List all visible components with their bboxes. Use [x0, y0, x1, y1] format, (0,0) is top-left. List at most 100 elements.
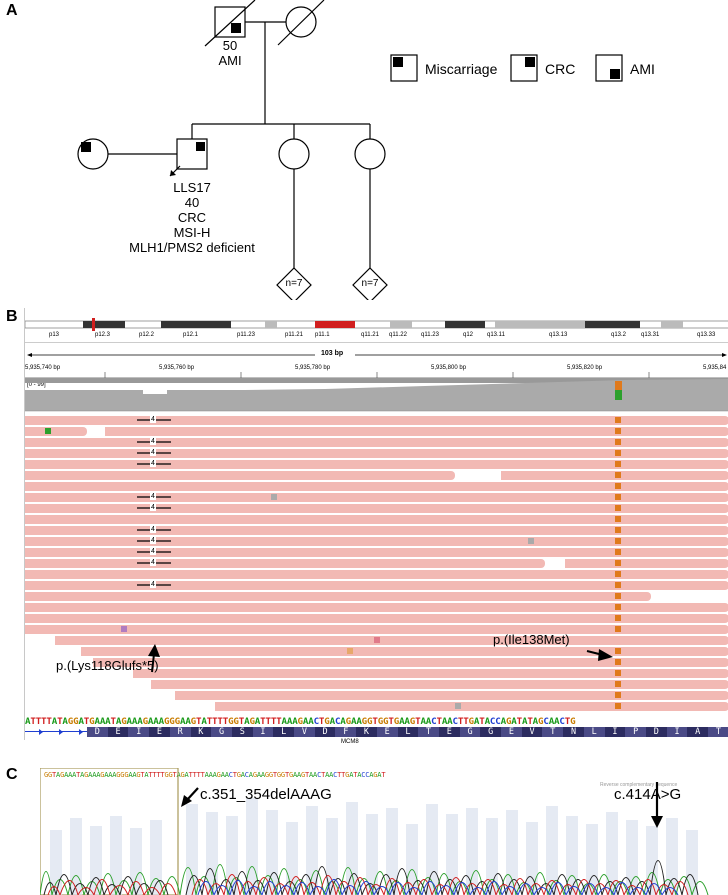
cytoband-labels: p13 p12.3 p12.2 p12.1 p11.23 p11.21 p11.… — [25, 332, 728, 340]
deletion-length: 4 — [150, 526, 156, 533]
coverage-range: [0 - 99] — [27, 382, 46, 388]
deletion-length: 4 — [150, 438, 156, 445]
amino-acid-cell: E — [501, 727, 522, 737]
amino-acid-cell: N — [563, 727, 584, 737]
pedigree — [77, 0, 623, 300]
gene-name: MCM8 — [341, 739, 359, 745]
read — [25, 603, 728, 612]
read — [25, 460, 728, 469]
read — [25, 515, 728, 524]
sister-right-symbol — [354, 138, 386, 170]
band-label: q13.13 — [549, 332, 568, 338]
amino-acid-cell: K — [356, 727, 377, 737]
read — [175, 691, 728, 700]
deletion-length: 4 — [150, 416, 156, 423]
legend-crc-label: CRC — [545, 61, 576, 77]
read — [25, 471, 455, 480]
read — [25, 592, 651, 601]
amino-acid-cell: D — [645, 727, 667, 737]
sanger-caption: Reverse complementary sequence — [600, 782, 678, 788]
deletion-marker: 4 4 4 4 4 4 4 4 4 4 4 — [137, 416, 171, 596]
read — [25, 416, 728, 425]
children-count-left: n=7 — [285, 278, 303, 289]
children-diamond-left — [276, 267, 312, 300]
igv-annotation-arrows — [148, 644, 613, 673]
proband-id: LLS17 — [173, 180, 211, 195]
band-label: p11.1 — [315, 332, 330, 338]
amino-acid-cell: A — [687, 727, 709, 737]
band-label: p12.3 — [95, 332, 111, 338]
amino-acid-cell: I — [666, 727, 688, 737]
children-diamond-right — [352, 267, 388, 300]
band-label: q13.31 — [641, 332, 660, 338]
sanger-sequence: GGTAGAAATAGAAAGAAAGGGAAGTATTTTGGTAGATTTT… — [44, 771, 710, 779]
reference-sequence: ATTTTATAGGATGAAATAGAAAGAAAGGGAAGTATTTTGG… — [25, 716, 728, 727]
amino-acid-cell: K — [190, 727, 212, 737]
read — [25, 614, 728, 623]
amino-acid-cell: V — [521, 727, 543, 737]
panel-label-a: A — [6, 2, 18, 19]
band-label: q11.22 — [389, 332, 407, 338]
amino-acid-cell: E — [438, 727, 460, 737]
read — [215, 702, 728, 711]
region-span: 103 bp — [321, 350, 344, 357]
deletion-length: 4 — [150, 537, 156, 544]
read — [25, 559, 545, 568]
coord-label: 5,935,740 bp — [25, 365, 61, 371]
read — [25, 493, 728, 502]
amino-acid-cell: S — [231, 727, 253, 737]
deletion-length: 4 — [150, 504, 156, 511]
band-label: q11.23 — [421, 332, 439, 338]
band-label: p12.1 — [183, 332, 199, 338]
proband-cancer: CRC — [177, 210, 207, 225]
read — [55, 636, 728, 645]
read — [565, 559, 728, 568]
read — [25, 427, 87, 436]
amino-acid-cell: E — [107, 727, 129, 737]
amino-acid-cell: L — [583, 727, 605, 737]
band-label: p11.23 — [237, 332, 255, 338]
sister-left-symbol — [278, 138, 310, 170]
igv-viewer: p13 p12.3 p12.2 p12.1 p11.23 p11.21 p11.… — [24, 308, 728, 745]
annotation-substitution: c.414A>G — [614, 786, 682, 803]
band-label: q12 — [463, 332, 474, 338]
mother-symbol — [277, 0, 325, 46]
coord-label: 5,935,820 bp — [567, 365, 603, 371]
annotation-frameshift: p.(Lys118Glufs*5) — [56, 658, 159, 673]
read — [25, 449, 728, 458]
amino-acid-cell: T — [542, 727, 564, 737]
amino-acid-cell: V — [294, 727, 315, 737]
band-label: p11.21 — [285, 332, 303, 338]
read — [81, 647, 728, 656]
amino-acid-cell: P — [625, 727, 646, 737]
amino-acid-cell: T — [418, 727, 439, 737]
annotation-deletion: c.351_354delAAAG — [200, 786, 332, 803]
chromosome-ideogram — [25, 318, 728, 331]
proband-age: 40 — [184, 195, 200, 210]
deletion-length: 4 — [150, 460, 156, 467]
ruler — [25, 353, 728, 379]
band-label: q13.33 — [697, 332, 716, 338]
amino-acid-cell: I — [604, 727, 626, 737]
amino-acid-cell: G — [211, 727, 232, 737]
read — [25, 570, 728, 579]
sanger-bases: GGTAGAAATAGAAAGAAAGGGAAGTATTTTGGTAGATTTT… — [44, 771, 386, 779]
panel-label-c: C — [6, 766, 18, 783]
deletion-length: 4 — [150, 559, 156, 566]
reference-bases: ATTTTATAGGATGAAATAGAAAGAAAGGGAAGTATTTTGG… — [25, 716, 576, 727]
legend-ami-label: AMI — [630, 61, 655, 77]
amino-acid-cell: D — [314, 727, 336, 737]
father-symbol — [204, 0, 256, 47]
read — [25, 482, 728, 491]
read — [25, 581, 728, 590]
read — [501, 471, 728, 480]
band-label: q13.11 — [487, 332, 505, 338]
band-label: q13.2 — [611, 332, 627, 338]
amino-acid-cell: L — [397, 727, 419, 737]
panel-label-b: B — [6, 308, 18, 325]
proband-msi: MSI-H — [173, 225, 211, 240]
spouse-symbol — [77, 138, 109, 170]
read — [25, 526, 728, 535]
read — [25, 504, 728, 513]
